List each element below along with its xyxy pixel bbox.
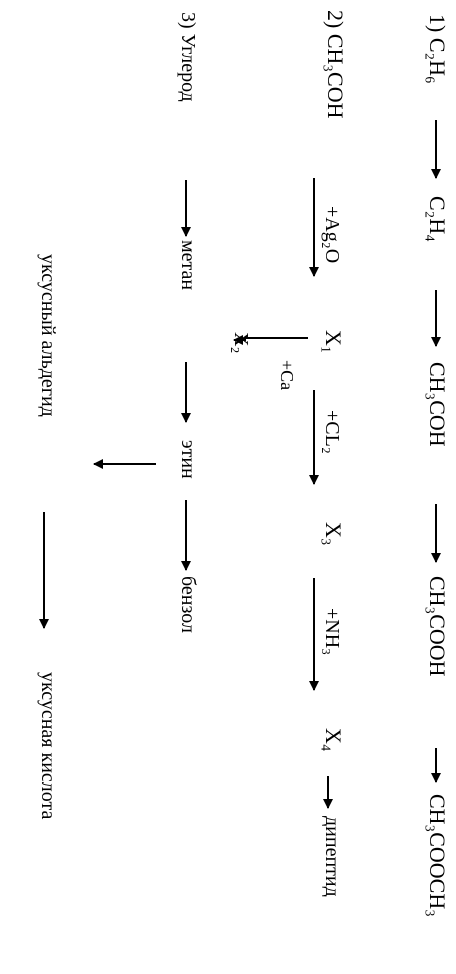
diagram-canvas: 1) C₂H₆ C₂H₄ CH₃COH CH₃COOH CH₃COOCH₃ 2)… <box>37 10 450 917</box>
reaction-arrows <box>39 120 441 809</box>
rotated-scheme: 1) C₂H₆ C₂H₄ CH₃COH CH₃COOH CH₃COOCH₃ 2)… <box>37 10 450 917</box>
